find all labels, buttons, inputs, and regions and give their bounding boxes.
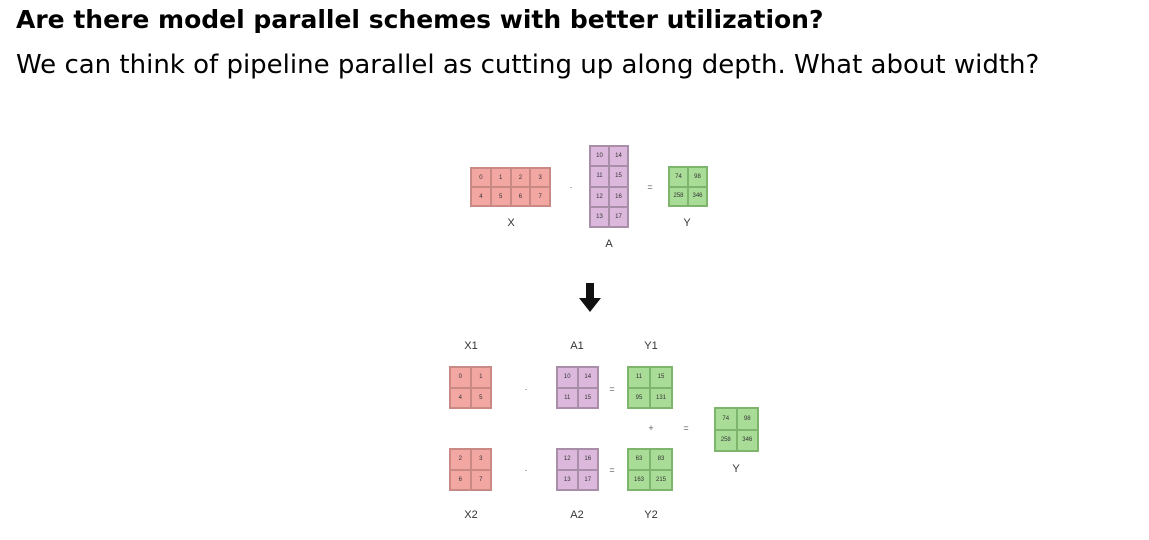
matrix-cell: 346: [736, 429, 758, 451]
slide-subtitle: We can think of pipeline parallel as cut…: [16, 50, 1040, 80]
dot-operator: ·: [524, 384, 528, 394]
matrix-cell: 2: [510, 168, 531, 187]
label-a2: A2: [570, 509, 584, 521]
label-a1: A1: [570, 340, 584, 352]
matrix-cell: 13: [590, 206, 609, 227]
matrix-cell: 11: [590, 166, 609, 187]
matrix-cell: 4: [450, 387, 471, 408]
label-y1: Y1: [644, 340, 658, 352]
matrix-cell: 7: [470, 469, 491, 490]
matrix-cell: 98: [736, 408, 758, 430]
matrix-cell: 346: [688, 186, 707, 206]
label-y: Y: [683, 217, 691, 229]
matrix-cell: 10: [557, 367, 578, 388]
matrix-cell: 14: [577, 367, 598, 388]
matrix-cell: 74: [669, 167, 688, 187]
matrix-cell: 1: [470, 367, 491, 388]
matrix-cell: 6: [450, 469, 471, 490]
matrix-cell: 5: [470, 387, 491, 408]
slide-title: Are there model parallel schemes with be…: [16, 5, 824, 34]
matrix-cell: 0: [471, 168, 491, 187]
matrix-cell: 3: [530, 168, 550, 187]
matrix-cell: 98: [688, 167, 707, 187]
matrix-cell: 0: [450, 367, 471, 388]
matrix-cell: 14: [609, 146, 628, 167]
equals-operator: =: [609, 384, 615, 394]
matrix-cell: 12: [590, 186, 609, 207]
matrix-cell: 74: [715, 408, 737, 430]
plus-operator: +: [648, 423, 654, 433]
label-a: A: [605, 238, 613, 250]
label-x1: X1: [464, 340, 478, 352]
matrix-cell: 131: [650, 387, 672, 408]
matrix-cell: 215: [650, 469, 672, 490]
matrix-cell: 17: [577, 469, 598, 490]
matrix-cell: 1: [490, 168, 511, 187]
matrix-cell: 11: [557, 387, 578, 408]
matrix-cell: 16: [577, 449, 598, 470]
matrix-cell: 15: [609, 166, 628, 187]
equals-operator: =: [683, 423, 689, 433]
label-y2: Y2: [644, 509, 658, 521]
matrix-cell: 5: [490, 187, 511, 206]
matrix-cell: 3: [470, 449, 491, 470]
matrix-cell: 16: [609, 186, 628, 207]
matrix-cell: 10: [590, 146, 609, 167]
matrix-cell: 4: [471, 187, 491, 206]
matrix-cell: 83: [650, 449, 672, 470]
equals-operator: =: [647, 182, 653, 192]
matrix-cell: 6: [510, 187, 531, 206]
matrix-cell: 13: [557, 469, 578, 490]
equals-operator: =: [609, 465, 615, 475]
matrix-cell: 95: [628, 387, 650, 408]
matrix-cell: 63: [628, 449, 650, 470]
matrix-cell: 163: [628, 469, 650, 490]
label-x: X: [507, 217, 515, 229]
matrix-cell: 258: [715, 429, 737, 451]
label-x2: X2: [464, 509, 478, 521]
matrix-cell: 12: [557, 449, 578, 470]
dot-operator: ·: [524, 465, 528, 475]
matrix-cell: 15: [650, 367, 672, 388]
label-y-final: Y: [732, 463, 740, 475]
matrix-cell: 2: [450, 449, 471, 470]
matrix-cell: 17: [609, 206, 628, 227]
matrix-cell: 15: [577, 387, 598, 408]
dot-operator: ·: [569, 182, 573, 192]
matrix-cell: 258: [669, 186, 688, 206]
down-arrow-icon: [579, 283, 601, 312]
matrix-cell: 7: [530, 187, 550, 206]
matrix-cell: 11: [628, 367, 650, 388]
